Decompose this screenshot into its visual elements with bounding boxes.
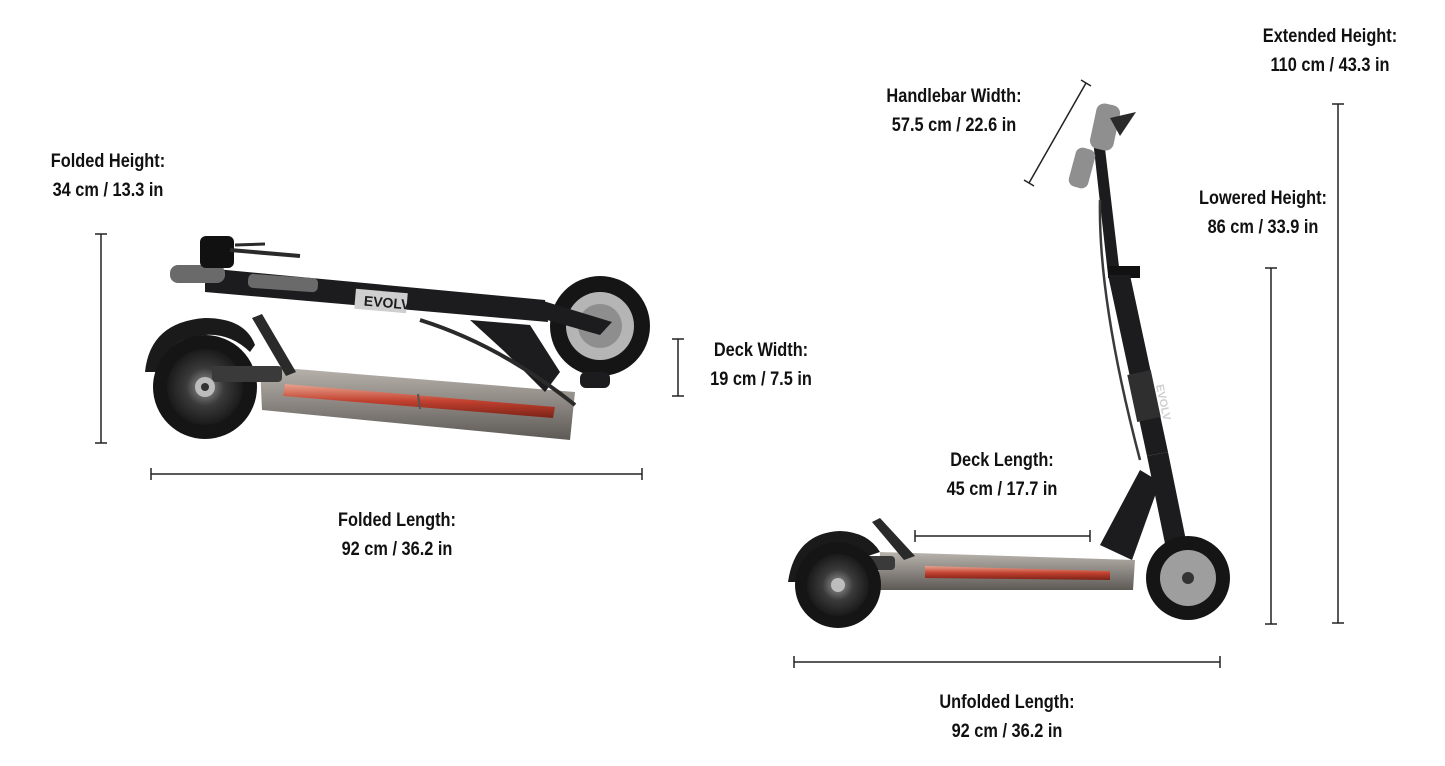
deck-length-title: Deck Length: [950, 450, 1054, 471]
unfolded-front-wheel [1146, 536, 1230, 620]
lowered-height-line [1265, 267, 1277, 625]
folded-scooter: EVOLV [145, 236, 650, 440]
deck-width-label: Deck Width: 19 cm / 7.5 in [698, 336, 824, 394]
handlebar [1068, 103, 1136, 189]
folded-logo: EVOLV [363, 293, 411, 313]
folded-height-title: Folded Height: [50, 151, 166, 172]
folded-length-line [150, 468, 643, 480]
folded-length-value: 92 cm / 36.2 in [341, 539, 453, 560]
deck-length-value: 45 cm / 17.7 in [946, 479, 1058, 500]
extended-height-title: Extended Height: [1262, 26, 1398, 47]
unfolded-length-line [793, 656, 1221, 668]
folded-stem: EVOLV [205, 268, 577, 407]
folded-deck [212, 314, 575, 440]
deck-length-line [914, 530, 1091, 542]
unfolded-deck [845, 518, 1135, 590]
extended-height-line [1332, 103, 1344, 624]
unfolded-length-value: 92 cm / 36.2 in [951, 721, 1063, 742]
deck-length-label: Deck Length: 45 cm / 17.7 in [933, 446, 1071, 504]
folded-length-title: Folded Length: [337, 510, 456, 531]
rear-fender [145, 318, 255, 372]
unfolded-rear-wheel [795, 542, 881, 628]
handlebar-width-line [1023, 79, 1092, 187]
folded-height-line [95, 233, 107, 444]
steering-stem: EVOLV [1093, 140, 1173, 461]
handlebar-width-title: Handlebar Width: [886, 86, 1022, 107]
handlebar-width-label: Handlebar Width: 57.5 cm / 22.6 in [880, 82, 1028, 140]
front-wheel [540, 276, 650, 388]
extended-height-label: Extended Height: 110 cm / 43.3 in [1259, 22, 1402, 80]
unfolded-length-label: Unfolded Length: 92 cm / 36.2 in [930, 688, 1085, 746]
handlebar-width-value: 57.5 cm / 22.6 in [891, 115, 1017, 136]
unfolded-rear-fender [788, 531, 880, 582]
extended-height-value: 110 cm / 43.3 in [1270, 55, 1390, 76]
folded-height-label: Folded Height: 34 cm / 13.3 in [48, 147, 168, 205]
folded-height-value: 34 cm / 13.3 in [52, 180, 164, 201]
folded-length-label: Folded Length: 92 cm / 36.2 in [328, 506, 466, 564]
deck-width-title: Deck Width: [713, 340, 809, 361]
lowered-height-value: 86 cm / 33.9 in [1207, 217, 1319, 238]
deck-width-value: 19 cm / 7.5 in [710, 369, 812, 390]
unfolded-length-title: Unfolded Length: [939, 692, 1075, 713]
folded-handlebar [170, 236, 301, 283]
lowered-height-label: Lowered Height: 86 cm / 33.9 in [1192, 184, 1335, 242]
lowered-height-title: Lowered Height: [1198, 188, 1328, 209]
deck-width-line [672, 338, 684, 397]
unfolded-scooter: EVOLV [788, 103, 1230, 628]
rear-wheel [153, 335, 257, 439]
